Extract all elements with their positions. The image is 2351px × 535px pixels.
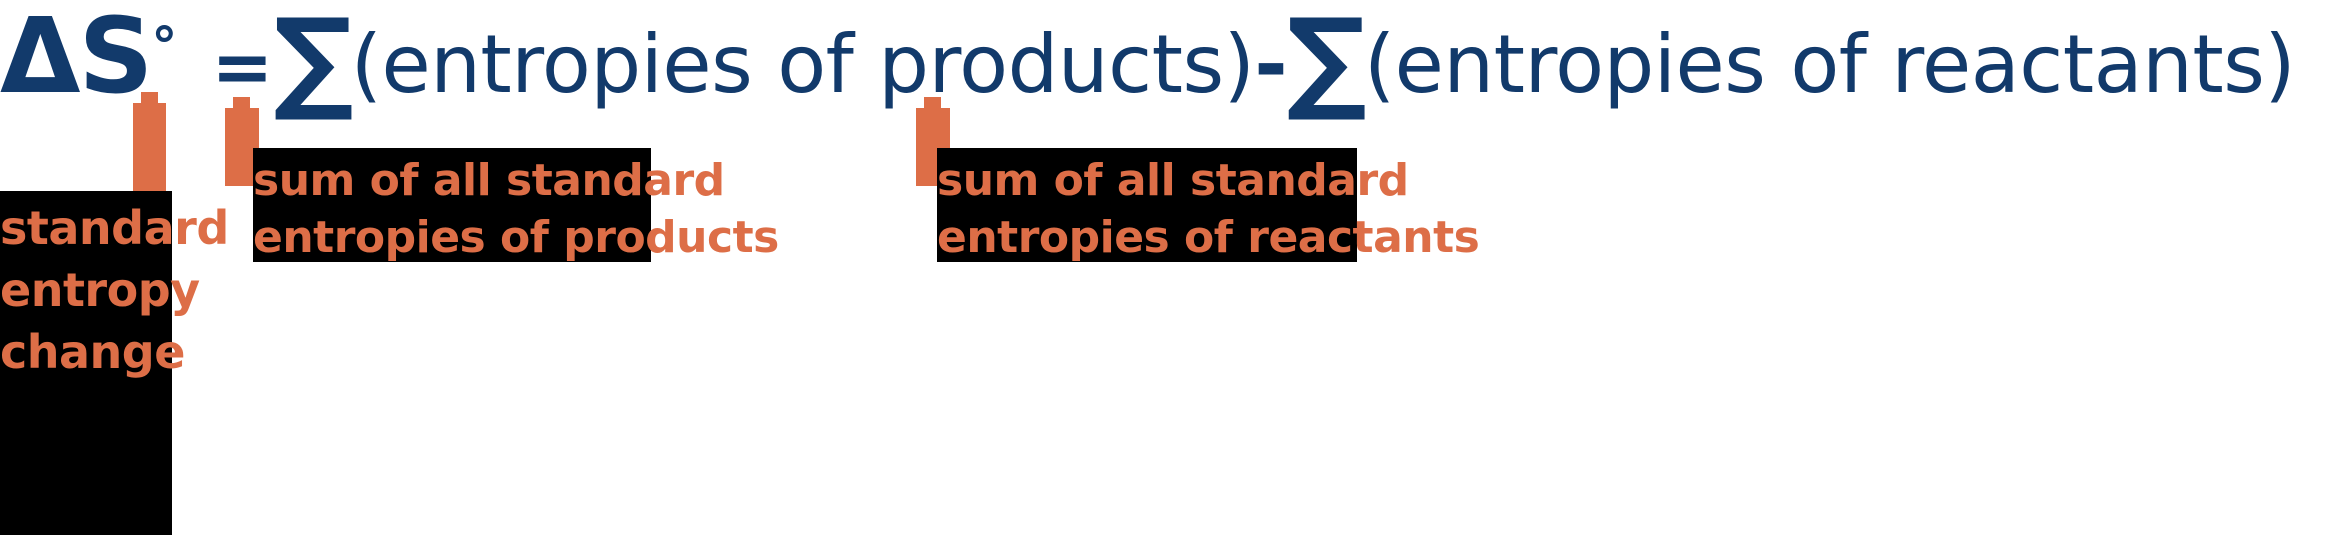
label-box-sum-of-products: sum of all standard entropies of product… <box>253 148 779 263</box>
equals-sign: = <box>211 24 274 110</box>
equation-line: ΔS°=∑(entropies of products)-∑(entropies… <box>0 0 2351 116</box>
sigma-symbol-reactants: ∑ <box>1286 0 1367 125</box>
label-line: entropies of products <box>253 212 779 263</box>
minus-sign: - <box>1254 18 1287 111</box>
label-box-sum-of-reactants: sum of all standard entropies of reactan… <box>937 148 1480 263</box>
delta-s-symbol: ΔS <box>0 0 153 117</box>
label-line: entropy <box>0 263 200 317</box>
pointer-nub-icon <box>924 97 941 109</box>
label-line: sum of all standard <box>253 155 725 206</box>
sigma-symbol-products: ∑ <box>273 0 353 125</box>
degree-symbol: ° <box>151 17 178 77</box>
label-line: sum of all standard <box>937 155 1409 206</box>
label-line: standard <box>0 201 229 255</box>
pointer-bar-standard-entropy-change <box>133 92 166 203</box>
label-line: change <box>0 325 185 379</box>
pointer-nub-icon <box>233 97 250 109</box>
products-term: (entropies of products) <box>350 18 1255 111</box>
label-box-standard-entropy-change: standard entropy change <box>0 191 229 535</box>
pointer-nub-icon <box>141 92 158 104</box>
label-line: entropies of reactants <box>937 212 1480 263</box>
reactants-term: (entropies of reactants) <box>1363 18 2296 111</box>
